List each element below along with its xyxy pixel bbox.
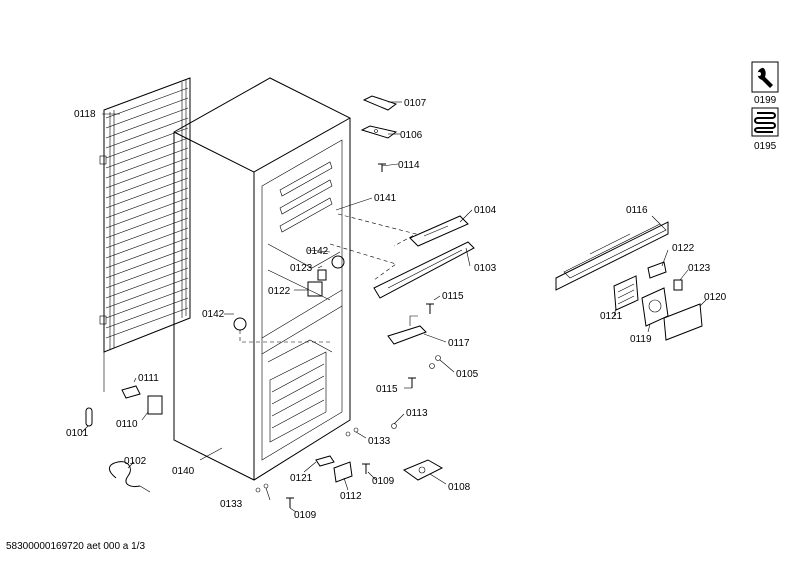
label-0122-left: 0122 bbox=[268, 286, 291, 297]
label-0123-right: 0123 bbox=[688, 263, 711, 274]
fan-0122 bbox=[307, 281, 323, 297]
label-0118: 0118 bbox=[74, 109, 96, 120]
assembly-dashed-lines bbox=[239, 213, 417, 343]
frame-0121-right bbox=[613, 275, 639, 311]
label-0120: 0120 bbox=[704, 292, 727, 303]
label-0133-left: 0133 bbox=[220, 499, 243, 510]
lamp-cover-0103 bbox=[373, 241, 475, 299]
label-0115-lower: 0115 bbox=[376, 384, 398, 395]
cooling-coil-icon bbox=[751, 107, 779, 137]
label-0133-right: 0133 bbox=[368, 436, 391, 447]
grommet-0101 bbox=[85, 407, 93, 427]
lamp-0142-upper bbox=[331, 255, 345, 269]
clip-0111 bbox=[121, 385, 141, 399]
screw-0114 bbox=[378, 163, 386, 172]
control-panel-0104 bbox=[409, 215, 469, 247]
label-0101: 0101 bbox=[66, 428, 89, 439]
hinge-0106 bbox=[360, 125, 398, 139]
hinge-cover-0107 bbox=[362, 95, 398, 111]
legend: 0199 0195 bbox=[751, 61, 779, 152]
label-0112: 0112 bbox=[340, 491, 362, 502]
label-0123-left: 0123 bbox=[290, 263, 313, 274]
power-cord-0102 bbox=[109, 461, 151, 493]
label-0102: 0102 bbox=[124, 456, 147, 467]
label-0122-right: 0122 bbox=[672, 243, 695, 254]
bolt-0115-lower bbox=[408, 377, 416, 388]
label-0199: 0199 bbox=[754, 95, 777, 106]
label-0117: 0117 bbox=[448, 338, 470, 349]
fan-0122-right bbox=[647, 261, 667, 279]
label-0106: 0106 bbox=[400, 130, 423, 141]
sensor-0123 bbox=[317, 269, 327, 281]
cover-0120 bbox=[663, 303, 703, 341]
leader-lines bbox=[81, 101, 707, 513]
label-0121-lower: 0121 bbox=[290, 473, 313, 484]
label-0111: 0111 bbox=[138, 373, 159, 384]
label-0141: 0141 bbox=[374, 193, 397, 204]
bracket-0121 bbox=[315, 455, 335, 467]
label-0104: 0104 bbox=[474, 205, 497, 216]
hinge-0117 bbox=[387, 315, 427, 345]
control-panel-assembly bbox=[555, 221, 669, 291]
label-0103: 0103 bbox=[474, 263, 497, 274]
lamp-0142-lower bbox=[233, 317, 247, 331]
relay-0110 bbox=[147, 395, 163, 415]
label-0110: 0110 bbox=[116, 419, 138, 430]
screw-0109-right bbox=[362, 463, 370, 474]
wrench-service-icon bbox=[751, 61, 779, 93]
label-0108: 0108 bbox=[448, 482, 471, 493]
label-0140: 0140 bbox=[172, 466, 195, 477]
sensor-0123-right bbox=[673, 279, 683, 291]
label-0115-upper: 0115 bbox=[442, 291, 464, 302]
label-0195: 0195 bbox=[754, 141, 777, 152]
label-0121-right: 0121 bbox=[600, 311, 623, 322]
bolt-0115-upper bbox=[426, 303, 434, 314]
hinge-0108 bbox=[402, 459, 444, 481]
screw-0113 bbox=[391, 423, 397, 429]
fridge-cabinet bbox=[173, 77, 351, 481]
document-footer: 58300000169720 aet 000 a 1/3 bbox=[6, 541, 146, 552]
label-0105: 0105 bbox=[456, 369, 479, 380]
label-0109-left: 0109 bbox=[294, 510, 317, 521]
caps-0105 bbox=[429, 355, 441, 369]
label-0142-lower: 0142 bbox=[202, 309, 225, 320]
label-0114: 0114 bbox=[398, 160, 420, 171]
part-labels: 0107 0106 0114 0118 0141 0104 0142 0123 … bbox=[66, 98, 727, 521]
label-0113: 0113 bbox=[406, 408, 428, 419]
label-0119: 0119 bbox=[630, 334, 652, 345]
label-0109-right: 0109 bbox=[372, 476, 395, 487]
screw-0109-left bbox=[286, 497, 294, 508]
part-0112 bbox=[333, 461, 353, 483]
label-0142-upper: 0142 bbox=[306, 246, 329, 257]
condenser-coil bbox=[99, 77, 191, 392]
label-0116: 0116 bbox=[626, 205, 648, 216]
label-0107: 0107 bbox=[404, 98, 427, 109]
